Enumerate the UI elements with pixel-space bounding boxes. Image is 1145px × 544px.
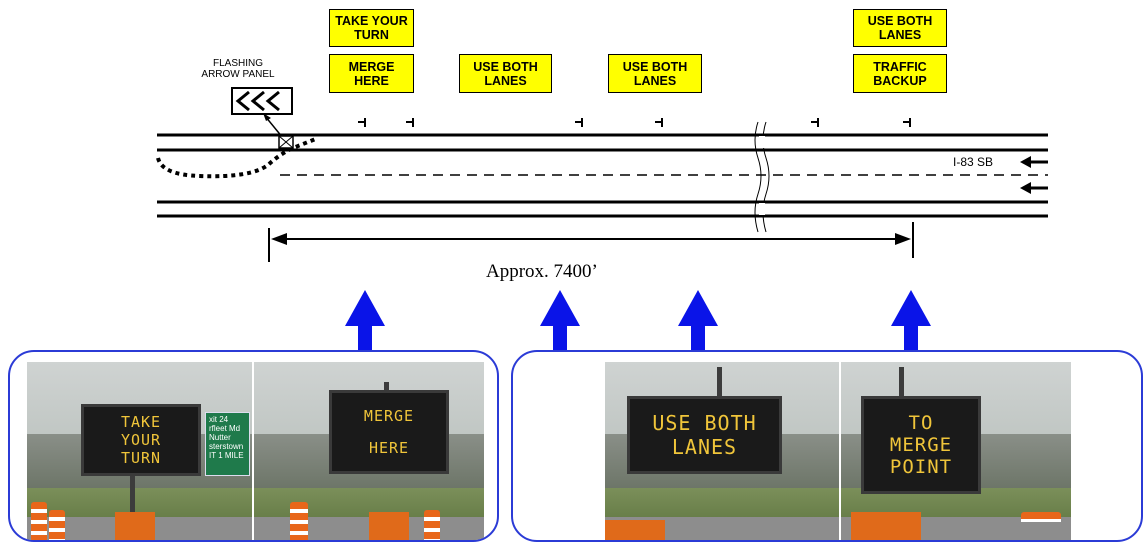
photo-use-both-lanes: USE BOTH LANES <box>605 362 839 540</box>
vms-use-both-lanes: USE BOTH LANES <box>627 396 782 474</box>
sign-traffic-backup: TRAFFIC BACKUP <box>853 54 947 93</box>
taper-dotted-line <box>156 136 319 179</box>
dimension-arrowhead-right <box>895 233 911 245</box>
photo-take-your-turn: xit 24 rfleet Md Nutter sterstown IT 1 M… <box>27 362 252 540</box>
roadway-diagram <box>156 87 1048 262</box>
distance-label: Approx. 7400’ <box>486 261 598 282</box>
chevron-left-icon <box>235 90 280 112</box>
exit-guide-sign: xit 24 rfleet Md Nutter sterstown IT 1 M… <box>205 412 250 476</box>
sign-use-both-lanes: USE BOTH LANES <box>608 54 702 93</box>
traffic-direction-arrow-icon <box>1020 156 1048 168</box>
sign-use-both-lanes: USE BOTH LANES <box>459 54 552 93</box>
sign-posts <box>358 118 911 127</box>
photo-to-merge-point: TO MERGE POINT <box>841 362 1071 540</box>
vms-to-merge-point: TO MERGE POINT <box>861 396 981 494</box>
photo-panel-left: xit 24 rfleet Md Nutter sterstown IT 1 M… <box>8 350 499 542</box>
traffic-direction-arrow-icon <box>1020 182 1048 194</box>
distance-dimension-line <box>268 222 914 262</box>
route-label: I-83 SB <box>953 155 994 169</box>
flashing-arrow-panel-label: FLASHING ARROW PANEL <box>201 58 275 80</box>
dimension-arrowhead-left <box>271 233 287 245</box>
vms-take-your-turn: TAKE YOUR TURN <box>81 404 201 476</box>
sign-merge-here: MERGE HERE <box>329 54 414 93</box>
sign-take-your-turn: TAKE YOUR TURN <box>329 9 414 47</box>
vms-merge-here: MERGE HERE <box>329 390 449 474</box>
photo-panel-right: USE BOTH LANES TO MERGE POINT <box>511 350 1143 542</box>
sign-use-both-lanes: USE BOTH LANES <box>853 9 947 47</box>
photo-merge-here: MERGE HERE <box>254 362 484 540</box>
